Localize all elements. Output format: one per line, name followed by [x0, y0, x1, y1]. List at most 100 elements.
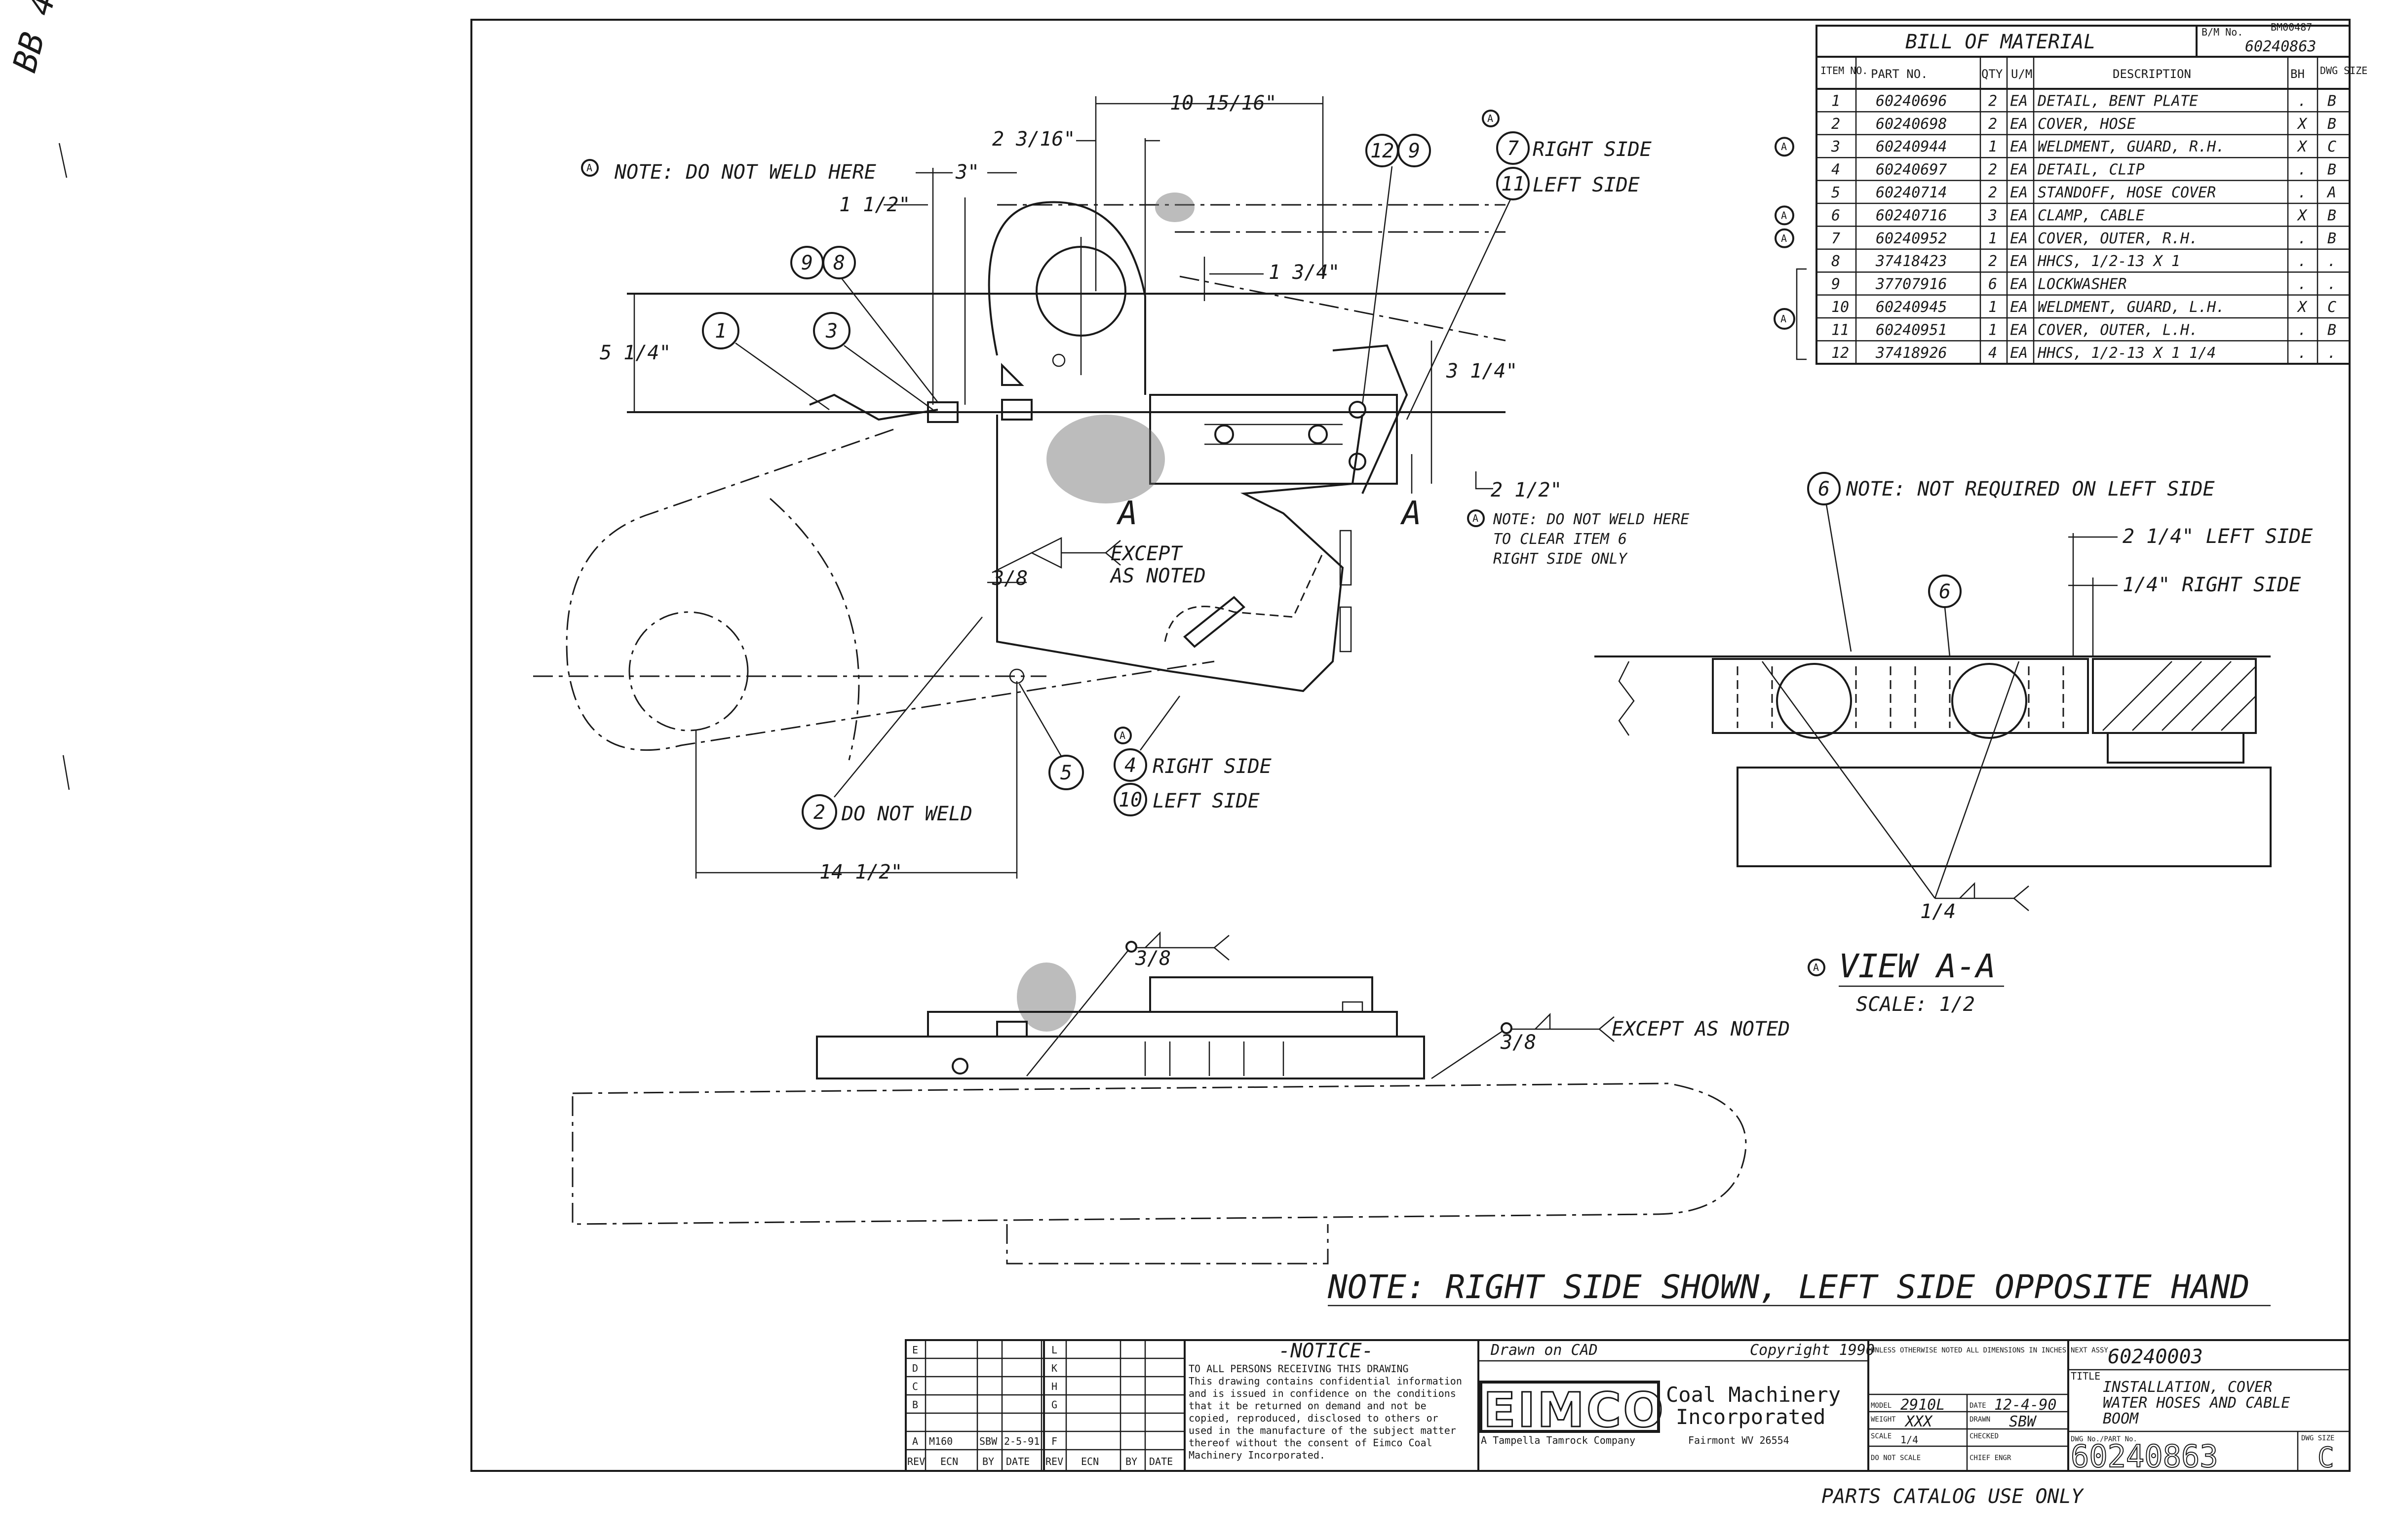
- bom-header-qty: QTY: [1981, 67, 2003, 81]
- bom-cell-um: EA: [2010, 92, 2028, 110]
- bom-cell-um: EA: [2010, 299, 2028, 316]
- item-bubble-12[interactable]: 12: [1365, 134, 1399, 167]
- bom-cell-size: A: [2326, 184, 2336, 201]
- pivot-plate: [988, 201, 1146, 395]
- bom-cell-desc: CLAMP, CABLE: [2038, 207, 2145, 224]
- guard-hidden: [1164, 552, 1324, 642]
- section-hidden-lines: [1737, 666, 2064, 728]
- weight-value: XXX: [1904, 1413, 1933, 1430]
- item-bubble-7[interactable]: 7: [1496, 131, 1530, 165]
- title-line-2: WATER HOSES AND CABLE: [2103, 1394, 2290, 1412]
- bubble-10-left-side: LEFT SIDE: [1153, 790, 1260, 812]
- bom-cell-bh: X: [2297, 299, 2308, 316]
- clip: [927, 401, 959, 423]
- bom-cell-part: 60240952: [1876, 230, 1947, 247]
- bom-cell-bh: .: [2298, 321, 2307, 339]
- bottom-clamp-lines: [1144, 1041, 1284, 1076]
- item-bubble-1[interactable]: 1: [702, 312, 739, 349]
- bom-bm-number: 60240863: [2245, 38, 2317, 55]
- boom-pin-circle: [628, 611, 749, 732]
- bottom-weld-symbol-top: [1130, 931, 1230, 961]
- svg-text:K: K: [1051, 1362, 1057, 1374]
- item-bubble-9-top[interactable]: 9: [790, 246, 824, 279]
- bom-cell-um: EA: [2010, 184, 2028, 201]
- section-note: NOTE: NOT REQUIRED ON LEFT SIDE: [1846, 478, 2215, 500]
- svg-text:9: 9: [801, 252, 813, 274]
- bolt-head-2: [1349, 453, 1366, 470]
- bottom-boom-phantom: [572, 1082, 1747, 1225]
- section-weld-size: 1/4: [1920, 900, 1956, 923]
- bent-plate: [809, 393, 938, 421]
- bom-cell-bh: .: [2298, 276, 2307, 293]
- title-block-frame: [905, 1339, 2351, 1472]
- section-dim-left: 2 1/4" LEFT SIDE: [2123, 525, 2313, 548]
- dwg-number: 60240863: [2071, 1438, 2218, 1474]
- bom-cell-um: EA: [2010, 161, 2028, 179]
- bom-cell-qty: 2: [1988, 92, 1997, 110]
- bom-cell-desc: STANDOFF, HOSE COVER: [2038, 184, 2216, 201]
- item-bubble-6-note[interactable]: 6: [1807, 472, 1841, 505]
- dim-3: 3": [955, 161, 979, 184]
- bottom-frame: [816, 1036, 1425, 1079]
- item-bubble-8[interactable]: 8: [822, 246, 856, 279]
- except-label-1: EXCEPT: [1111, 542, 1183, 565]
- bom-rev-mark: A: [1781, 141, 1787, 153]
- item-bubble-10[interactable]: 10: [1114, 783, 1147, 816]
- bom-cell-item: 7: [1831, 230, 1840, 247]
- item-bubble-6[interactable]: 6: [1928, 575, 1962, 608]
- item-bubble-5[interactable]: 5: [1048, 755, 1084, 790]
- bom-cell-part: 60240945: [1876, 299, 1947, 316]
- bom-cell-qty: 2: [1988, 184, 1997, 201]
- bottom-bolt-head: [1342, 1001, 1363, 1013]
- svg-text:H: H: [1051, 1381, 1057, 1392]
- dim-3-1-4: 3 1/4": [1446, 360, 1518, 383]
- eimco-logo-frame: [1479, 1381, 1660, 1433]
- svg-text:that it be returned on demand: that it be returned on demand and not be: [1189, 1400, 1427, 1412]
- svg-text:4: 4: [1124, 754, 1136, 777]
- section-hose-1: [1776, 663, 1852, 739]
- bom-cell-item: 3: [1831, 138, 1840, 155]
- svg-text:C: C: [912, 1381, 918, 1392]
- bom-cell-part: 37418423: [1875, 253, 1947, 270]
- item-bubble-2[interactable]: 2: [802, 794, 837, 830]
- bom-rev-circle: [1775, 137, 1794, 157]
- bom-cell-item: 5: [1831, 184, 1840, 201]
- svg-text:DATE: DATE: [1970, 1402, 1986, 1410]
- svg-text:REV: REV: [907, 1456, 925, 1467]
- note-clear-line-2: TO CLEAR ITEM 6: [1493, 531, 1627, 548]
- svg-text:TITLE: TITLE: [2071, 1370, 2100, 1382]
- section-dim-right: 1/4" RIGHT SIDE: [2123, 574, 2301, 596]
- bom-cell-desc: HHCS, 1/2-13 X 1 1/4: [2037, 345, 2216, 362]
- rev-mark: A: [586, 162, 592, 174]
- scan-smudge: [1046, 415, 1165, 503]
- bom-cell-qty: 1: [1988, 138, 1997, 155]
- company-name-2: Incorporated: [1676, 1405, 1825, 1429]
- bom-cell-qty: 3: [1988, 207, 1997, 224]
- bom-cell-part: 60240698: [1876, 116, 1947, 133]
- dwg-size: C: [2318, 1442, 2334, 1474]
- bom-cell-bh: .: [2298, 92, 2307, 110]
- item-bubble-4[interactable]: 3: [813, 312, 850, 349]
- clamp-bolt-2: [1308, 424, 1328, 444]
- title-line-1: INSTALLATION, COVER: [2103, 1379, 2272, 1396]
- title-block: E D C B A L K H G F M160 SBW 2-5-91 REV …: [905, 1339, 2351, 1475]
- svg-text:DRAWN: DRAWN: [1970, 1416, 1990, 1424]
- handwriting-text: BB 4-91: [5, 0, 77, 76]
- svg-text:BY: BY: [982, 1456, 994, 1467]
- bom-rev-mark: A: [1781, 232, 1787, 244]
- item-bubble-11[interactable]: 11: [1496, 167, 1530, 200]
- bom-cell-size: B: [2327, 207, 2336, 224]
- drawing-info: UNLESS OTHERWISE NOTED ALL DIMENSIONS IN…: [1868, 1340, 2069, 1471]
- scan-smudge: [1155, 192, 1195, 222]
- svg-text:CHECKED: CHECKED: [1970, 1432, 1999, 1440]
- bom-bm-label: B/M No.: [2202, 26, 2243, 38]
- bom-group-rev: A: [1780, 313, 1786, 325]
- pivot-small-hole: [1052, 353, 1066, 367]
- section-weld-leader-2: [1934, 661, 2020, 899]
- margin-mark: [58, 143, 68, 178]
- item-bubble-9-right[interactable]: 9: [1397, 134, 1431, 167]
- bom-cell-item: 12: [1831, 345, 1849, 362]
- item-bubble-3[interactable]: 4: [1114, 748, 1147, 782]
